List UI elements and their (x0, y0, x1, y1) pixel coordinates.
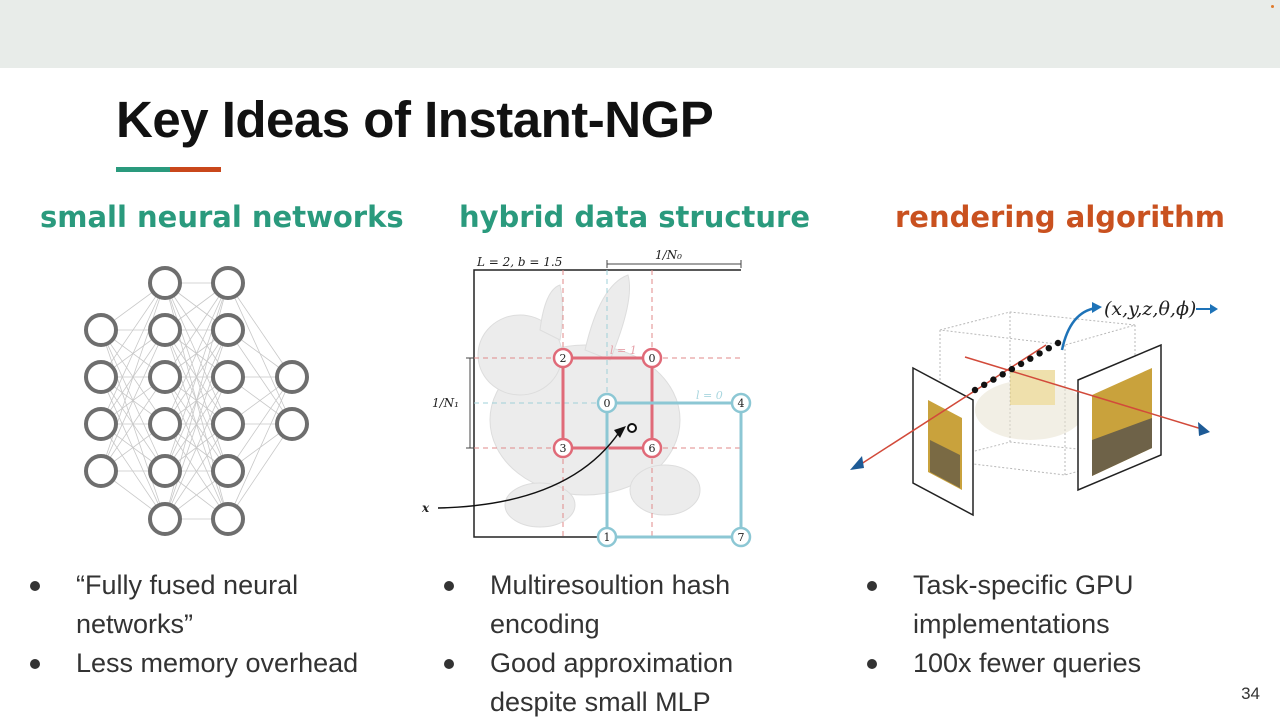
node-l0-d: 7 (738, 531, 745, 544)
neuron-node (211, 407, 245, 441)
ray-sample-points (971, 339, 1062, 394)
ray-rendering-diagram: (x,y,z,θ,ϕ) (850, 298, 1218, 517)
n0-label: 1/N₀ (655, 248, 682, 262)
neuron-node (211, 266, 245, 300)
ray-sample-point (1027, 355, 1034, 362)
bulldozer-render (975, 370, 1085, 440)
ray-sample-point (990, 376, 997, 383)
neuron-node (148, 313, 182, 347)
bullet-item: Task-specific GPU implementations (865, 566, 1195, 644)
node-l0-a: 0 (604, 397, 611, 410)
top-bar (0, 0, 1280, 68)
neuron-node (84, 360, 118, 394)
network-edge (164, 376, 229, 520)
ray-sample-point (1008, 365, 1016, 373)
neuron-node (211, 502, 245, 536)
level0-label: l = 0 (696, 389, 723, 402)
node-l0-c: 1 (604, 531, 611, 544)
node-l1-d: 6 (649, 442, 656, 455)
hash-grid-diagram: 2 0 3 6 0 4 1 7 L = 2, b = 1.5 1/N₀ 1/N₁… (421, 248, 752, 548)
ray-sample-point (1017, 360, 1025, 368)
bullet-item: Less memory overhead (28, 644, 408, 683)
left-image-plane (912, 366, 974, 517)
slide-title: Key Ideas of Instant-NGP (116, 91, 714, 148)
heading-rendering-algorithm: rendering algorithm (895, 200, 1225, 234)
level1-label: l = 1 (610, 344, 637, 357)
neuron-node (148, 502, 182, 536)
network-edge (164, 423, 229, 520)
neural-network-diagram (84, 266, 309, 536)
bullet-item: Good approximation despite small MLP (442, 644, 822, 722)
title-underline-orange (170, 167, 221, 172)
ray-parameters-label: (x,y,z,θ,ϕ) (1104, 298, 1196, 320)
bullets-small-neural-networks: “Fully fused neural networks” Less memor… (28, 566, 408, 683)
neuron-node (148, 360, 182, 394)
bunny-silhouette (477, 274, 701, 528)
ray-sample-point (1054, 339, 1062, 347)
node-l1-a: 2 (560, 352, 567, 365)
network-nodes (84, 266, 309, 536)
network-edge (100, 329, 166, 472)
x-label: x (421, 501, 430, 515)
title-underline-green (116, 167, 170, 172)
heading-hybrid-data-structure: hybrid data structure (459, 200, 811, 234)
bullet-item: 100x fewer queries (865, 644, 1195, 683)
neuron-node (84, 313, 118, 347)
level0-cell (605, 401, 743, 539)
network-edge (100, 376, 166, 520)
ray-sample-point (1045, 345, 1053, 352)
neuron-node (84, 454, 118, 488)
network-edge (164, 282, 229, 472)
neuron-node (211, 313, 245, 347)
ray-sample-point (971, 386, 979, 394)
network-edges (100, 282, 293, 520)
ray-sample-point (1036, 350, 1043, 357)
page-number: 34 (1241, 684, 1260, 703)
n1-label: 1/N₁ (432, 396, 459, 410)
neuron-node (211, 454, 245, 488)
network-edge (227, 376, 293, 520)
node-l1-b: 0 (649, 352, 656, 365)
neuron-node (275, 407, 309, 441)
hash-params-label: L = 2, b = 1.5 (476, 255, 562, 269)
network-edge (227, 282, 293, 378)
network-edge (100, 282, 166, 472)
right-image-plane (1077, 343, 1162, 492)
network-edge (100, 282, 166, 378)
bullets-hybrid-data-structure: Multiresoultion hash encoding Good appro… (442, 566, 822, 722)
bullet-item: “Fully fused neural networks” (28, 566, 408, 644)
bullets-rendering-algorithm: Task-specific GPU implementations 100x f… (865, 566, 1195, 683)
neuron-node (275, 360, 309, 394)
network-edge (227, 376, 293, 472)
ray-sample-point (981, 381, 988, 388)
neuron-node (148, 407, 182, 441)
network-edge (100, 376, 166, 472)
network-edge (100, 282, 166, 425)
network-edge (164, 329, 229, 520)
bullet-item: Multiresoultion hash encoding (442, 566, 822, 644)
network-edge (164, 282, 229, 425)
neuron-node (84, 407, 118, 441)
heading-small-neural-networks: small neural networks (40, 200, 404, 234)
network-edge (227, 423, 293, 520)
neuron-node (148, 266, 182, 300)
neuron-node (211, 360, 245, 394)
neuron-node (148, 454, 182, 488)
node-l1-c: 3 (560, 442, 567, 455)
network-edge (164, 282, 229, 378)
indicator-dot (1271, 5, 1274, 8)
node-l0-b: 4 (738, 397, 745, 410)
ray-sample-point (999, 371, 1006, 378)
